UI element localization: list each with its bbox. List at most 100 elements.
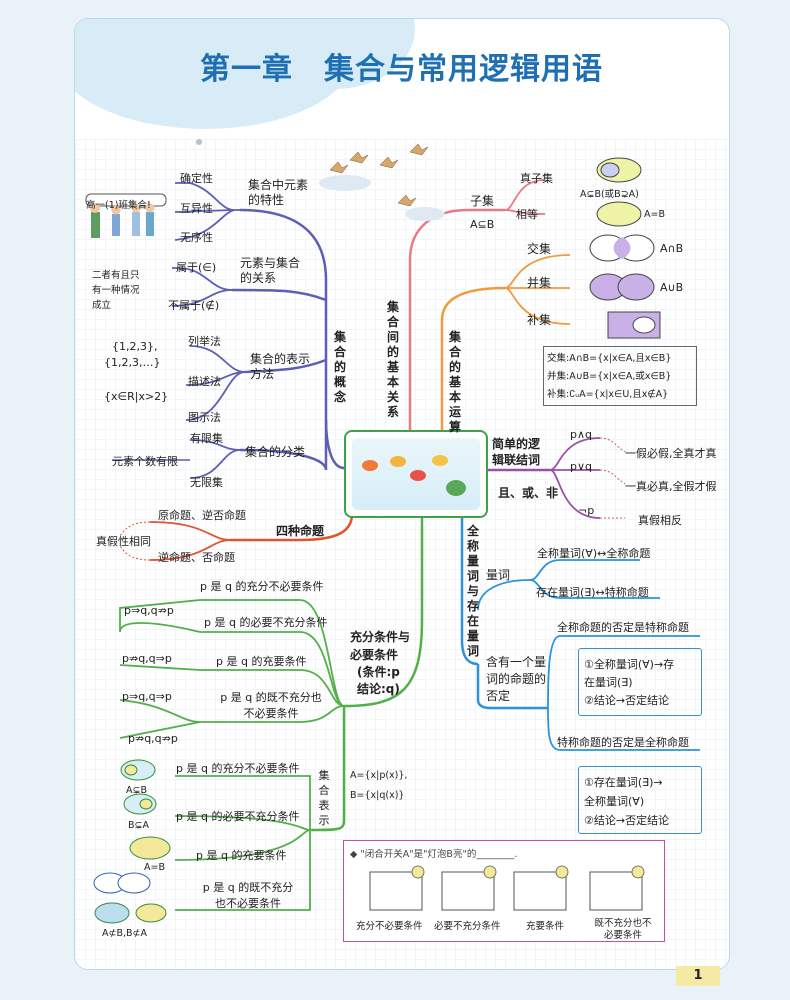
subset-label: 子集 [470, 194, 495, 208]
sub-line [174, 209, 235, 241]
branch-quant-label: 全称量词与存在量词 [466, 524, 479, 658]
cond-item-left: p⇒q,q⇏p [124, 604, 174, 617]
operation-def-line: 补集:∁ᵤA={x|x∈U,且x∉A} [547, 389, 669, 400]
logic-or-rule: 一真必真,全假才假 [625, 480, 717, 493]
set-item-label: A⊄B,B⊄A [102, 928, 147, 939]
not-belong-label: 不属于(∉) [168, 299, 220, 312]
sub-line [175, 775, 311, 830]
set-item-text: p 是 q 的充要条件 [196, 849, 287, 862]
branch-relation-label: 集合间的基本关系 [386, 300, 399, 419]
fish-icon [390, 456, 406, 467]
char-item: 互异性 [180, 202, 213, 215]
sub-line [119, 699, 201, 723]
sub-line [171, 289, 233, 307]
sub-line [174, 209, 235, 213]
sub-line [119, 721, 201, 739]
logic-not: ¬p [578, 504, 595, 517]
branch-line [476, 664, 548, 710]
repr-item: 图示法 [188, 411, 221, 424]
repr-item: 描述法 [188, 375, 221, 388]
repr-example: {1,2,3,…} [104, 356, 161, 369]
branch-line [408, 208, 505, 430]
circuit [441, 871, 495, 911]
venn-cond-3 [129, 836, 171, 860]
set-item-label: A⊊B [126, 785, 147, 796]
fish-icon [432, 455, 448, 466]
logic-or: p∨q [570, 460, 593, 473]
relation-group-label: 元素与集合的关系 [240, 256, 301, 285]
cond-label-1: 充分条件与 [350, 630, 411, 644]
venn-equal [596, 201, 642, 227]
sets-def-b: B={x|q(x)} [350, 790, 405, 801]
universal-label: 全称量词(∀)↔全称命题 [537, 547, 651, 560]
sub-line [174, 829, 311, 861]
circuit-question-box [343, 840, 665, 942]
cond-item-text: p 是 q 的必要不充分条件 [204, 616, 328, 629]
set-item-label: B⊊A [128, 820, 149, 831]
bulb-icon [483, 865, 497, 879]
cond-item-text: p 是 q 的充分不必要条件 [200, 580, 324, 593]
operation-def-line: 并集:A∪B={x|x∈A,或x∈B} [547, 371, 672, 382]
intersection-formula: A∩B [660, 242, 684, 255]
plant-icon [446, 480, 466, 496]
venn-union [589, 273, 655, 301]
birds-decoration [329, 143, 429, 207]
venn-cond-4a [93, 872, 151, 894]
sub-line [200, 669, 345, 707]
sub-line [504, 287, 571, 325]
class-item: 无限集 [190, 476, 223, 489]
sub-line [549, 469, 601, 519]
venn-cond-1 [120, 759, 156, 781]
branch-line [239, 420, 328, 471]
neg-universal-label: 全称命题的否定是特称命题 [557, 621, 689, 634]
set-item-text: p 是 q 的必要不充分条件 [176, 810, 300, 823]
same-truth-label: 真假性相同 [96, 535, 151, 548]
neg-box-existential [578, 766, 702, 834]
branch-line [244, 358, 327, 374]
branch-operation-label: 集合的基本运算 [448, 330, 461, 434]
sub-line [529, 579, 660, 599]
sub-line [200, 599, 345, 707]
union-formula: A∪B [660, 281, 684, 294]
sub-line [175, 830, 311, 911]
bulb-icon [555, 865, 569, 879]
chapter-title: 第一章 集合与常用逻辑用语 [200, 52, 603, 87]
venn-cond-2 [123, 793, 157, 815]
sub-line [174, 815, 311, 831]
cond-label-2: 必要条件 [350, 648, 399, 662]
subset-formula: A⊆B [470, 218, 495, 231]
quantifier-label: 量词 [486, 568, 511, 582]
existential-label: 存在量词(∃)↔特称命题 [536, 586, 649, 599]
branch-line [460, 514, 479, 666]
cond-label-4: 结论:q) [357, 682, 400, 696]
neg-box-universal [578, 648, 702, 716]
set-item-text: p 是 q 的既不充分也不必要条件 [202, 881, 294, 910]
converse-neg-label: 逆命题、否命题 [158, 551, 235, 564]
sets-label: 集合表示 [318, 769, 330, 827]
circuit [513, 871, 567, 911]
sub-line [504, 179, 546, 211]
repr-item: 列举法 [188, 335, 221, 348]
cartoon-illustration [85, 193, 167, 238]
equal-formula: A=B [644, 209, 665, 220]
circuit [369, 871, 423, 911]
fish-icon [362, 460, 378, 471]
complement-label: 补集 [527, 313, 552, 327]
class-item: 有限集 [190, 432, 223, 445]
neg-box-line: 在量词(∃) [584, 676, 633, 689]
branch-line [440, 286, 506, 430]
sub-line [200, 631, 345, 707]
set-item-text: p 是 q 的充分不必要条件 [176, 762, 300, 775]
question-prompt: ◆ "闭合开关A"是"灯泡B亮"的________. [350, 849, 518, 860]
page-number: 1 [676, 966, 720, 986]
sub-line [189, 345, 246, 373]
cond-item-left: p⇒q,q⇒p [122, 690, 172, 703]
sets-def-a: A={x|p(x)}, [350, 770, 408, 781]
sub-line [200, 705, 345, 723]
neg-box-line: ①全称量词(∀)→存 [584, 658, 675, 671]
repr-example: {x∈R|x>2} [104, 390, 169, 403]
intersection-label: 交集 [527, 242, 552, 256]
either-note: 二者有且只有一种情况成立 [92, 270, 140, 311]
circuit-answer: 必要不充分条件 [434, 921, 501, 932]
branch-line [231, 288, 327, 302]
